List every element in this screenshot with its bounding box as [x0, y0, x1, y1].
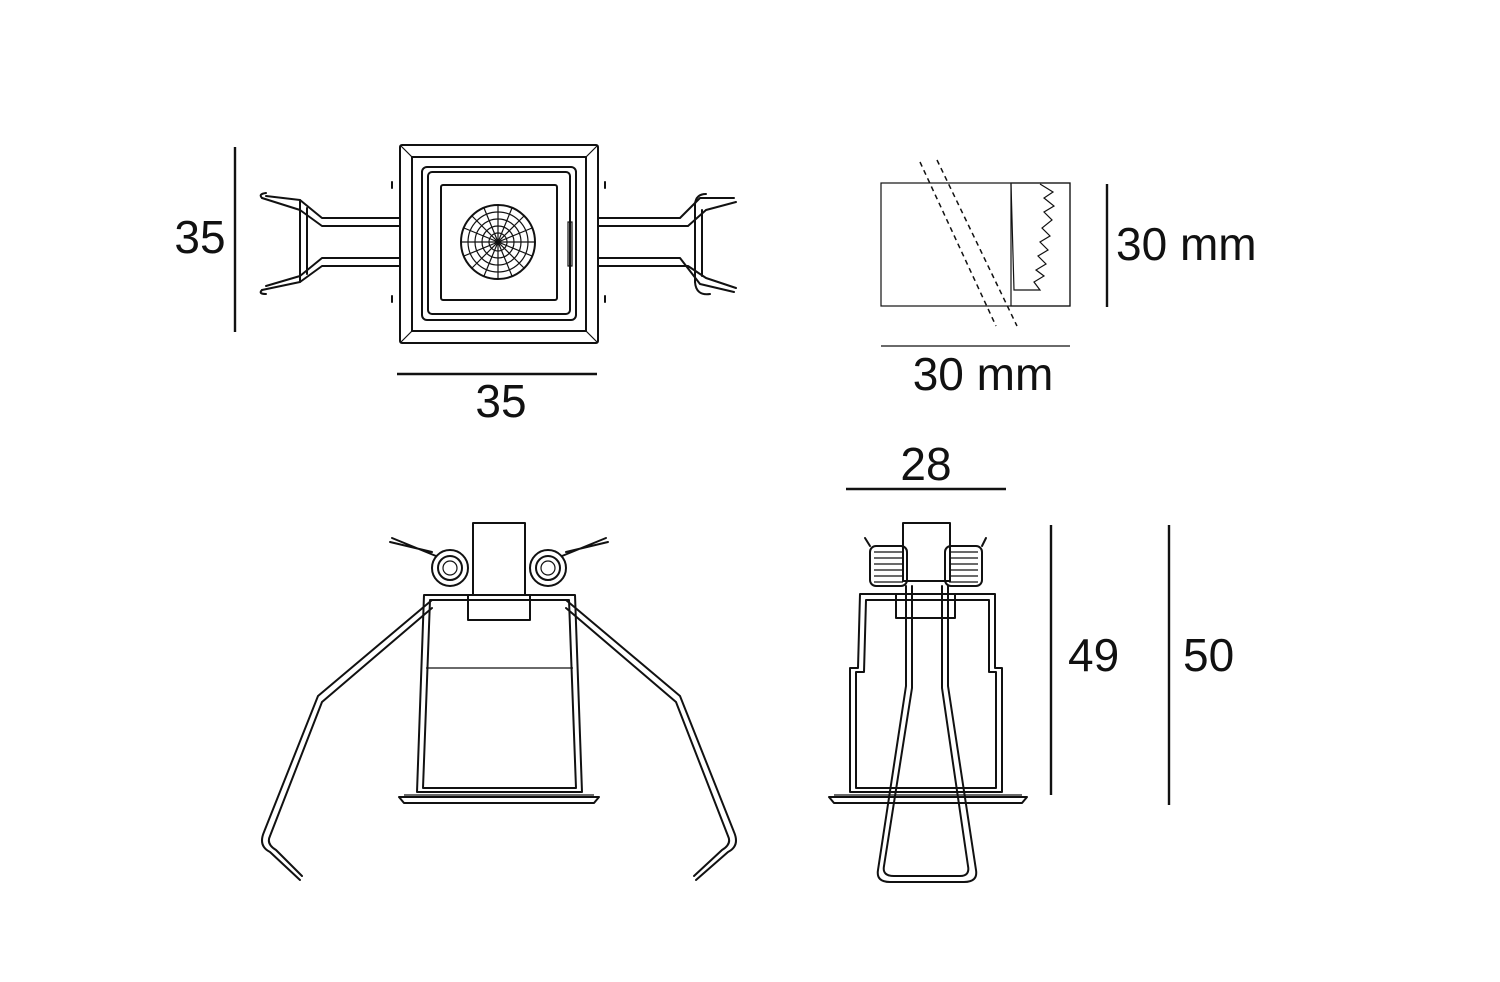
ceiling-cutout-view: 30 mm 30 mm — [880, 159, 1257, 400]
right-coil-icon — [529, 537, 609, 587]
total-height-label: 50 — [1183, 629, 1234, 681]
body-height-label: 49 — [1068, 629, 1119, 681]
front-height-label: 35 — [174, 211, 225, 263]
left-coil-icon — [389, 537, 469, 587]
left-spring-clip — [259, 192, 401, 295]
lens-grid-icon — [460, 204, 536, 280]
front-view: 35 35 — [174, 144, 737, 427]
side-view-profile: 28 49 50 — [828, 438, 1234, 883]
front-width-label: 35 — [475, 375, 526, 427]
coil-right-icon — [944, 537, 987, 587]
coil-left-icon — [864, 537, 908, 587]
side-view-springs — [261, 522, 737, 881]
cutout-width-label: 30 mm — [913, 348, 1054, 400]
side-width-label: 28 — [900, 438, 951, 490]
cutout-height-label: 30 mm — [1116, 218, 1257, 270]
right-spring-clip — [597, 193, 737, 296]
